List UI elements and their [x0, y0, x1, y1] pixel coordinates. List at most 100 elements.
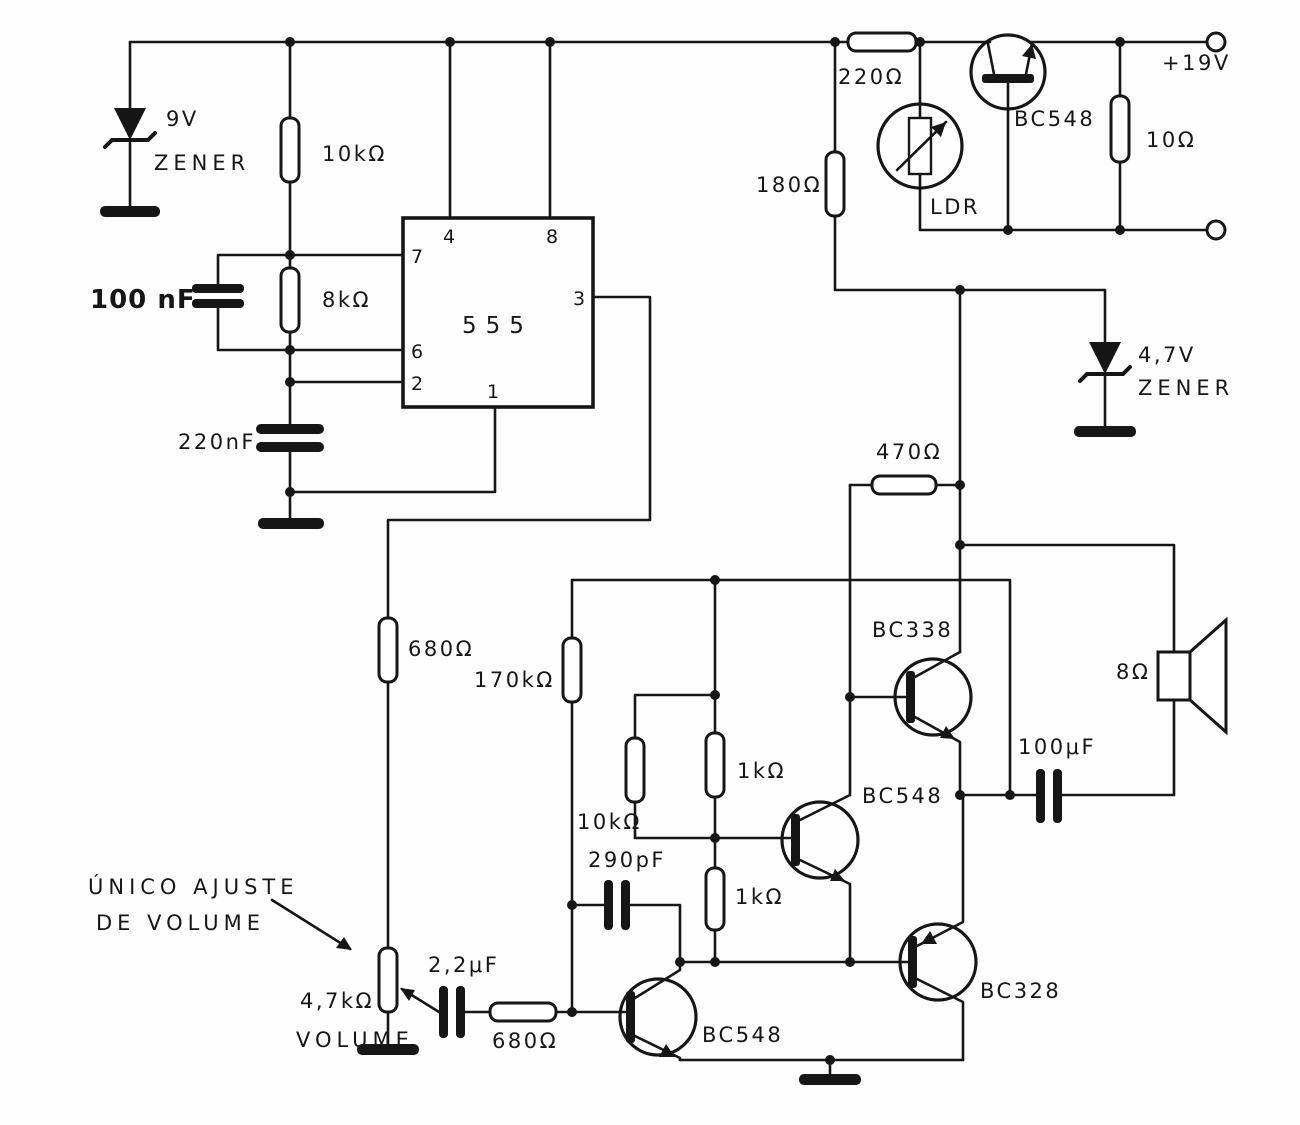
potentiometer-4k7 [377, 946, 399, 1014]
ground-symbols [100, 206, 1136, 1085]
speaker-symbol [1156, 616, 1228, 736]
junction-dot [445, 37, 455, 47]
transistor-bc338 [893, 657, 973, 739]
cap-100uf-plate [1053, 769, 1062, 823]
cap-2u2-plate [456, 986, 465, 1038]
resistor-10k-top [279, 116, 301, 184]
emitter-arrow [659, 1044, 675, 1057]
ic-555: 555 7 6 2 4 8 3 1 [401, 216, 595, 409]
zener-cathode-bar [103, 131, 157, 149]
terminal-positive [1205, 31, 1227, 53]
pin7-pin6-net [216, 253, 405, 352]
bc338-lines [848, 650, 962, 797]
pin-1: 1 [487, 381, 499, 403]
labels: +19V 220Ω BC548 10Ω 180Ω LDR 9V ZENER 10… [88, 51, 1234, 1053]
pin-7: 7 [411, 246, 423, 268]
junction-dot [710, 575, 720, 585]
label-r470: 470Ω [876, 440, 942, 464]
junction-dot [845, 957, 855, 967]
label-c100uf: 100μF [1018, 735, 1096, 759]
pin-6: 6 [411, 341, 423, 363]
bc548-bottom-lines [633, 960, 682, 1062]
pin-8: 8 [546, 226, 558, 248]
junction-dot [545, 37, 555, 47]
label-r10k-top: 10kΩ [322, 142, 387, 166]
label-r8k: 8kΩ [322, 288, 371, 312]
pin-3: 3 [573, 288, 585, 310]
bc548-mid-emitter [798, 858, 852, 964]
emitter-arrow [1022, 44, 1036, 59]
transistor-bc548-mid [780, 800, 860, 881]
junction-dot [285, 37, 295, 47]
label-r680-mid: 680Ω [408, 637, 474, 661]
zener-cathode-bar [1078, 365, 1132, 383]
cap-2u2-plate [439, 986, 448, 1038]
emitter-arrow [921, 931, 937, 944]
junction-dot [915, 37, 925, 47]
pin4-pin8-leads [448, 40, 552, 220]
transistor-bc548-top [969, 33, 1047, 111]
junction-dot [285, 345, 295, 355]
label-r180: 180Ω [756, 173, 822, 197]
cap-290pf-plate [621, 880, 630, 930]
label-r680-bottom: 680Ω [492, 1029, 558, 1053]
bias-net [633, 578, 793, 964]
resistor-8k [279, 266, 301, 334]
transistor-circle [969, 33, 1047, 111]
resistor-10k-mid [624, 736, 646, 804]
junction-dot [710, 690, 720, 700]
label-ldr: LDR [930, 195, 980, 219]
junction-dot [1115, 37, 1125, 47]
ground-bar [100, 206, 160, 217]
cap-290pf-plate [604, 880, 613, 930]
ldr-circle [876, 102, 964, 190]
label-r170k: 170kΩ [474, 668, 555, 692]
transistor-bc548-bottom [618, 977, 698, 1057]
label-bc548-bottom: BC548 [702, 1023, 783, 1047]
junction-dot [955, 790, 965, 800]
resistor-680-mid [377, 616, 399, 684]
resistor-170k [561, 636, 583, 704]
ldr-symbol [876, 102, 964, 190]
resistor-180 [824, 150, 846, 218]
transistor-circle [618, 977, 698, 1057]
label-c22uf: 2,2μF [428, 953, 499, 977]
transistor-circle [780, 800, 860, 880]
label-r220: 220Ω [838, 65, 904, 89]
ldr-arrowhead [931, 122, 946, 137]
resistor-220 [846, 31, 918, 53]
bottom-rail [678, 1058, 965, 1078]
cap-220nf-plate [256, 424, 324, 434]
label-r1k-upper: 1kΩ [737, 759, 786, 783]
cap-100nf-plate [192, 299, 244, 308]
c290-net [570, 903, 682, 964]
junction-dot [955, 480, 965, 490]
resistor-1k-lower [704, 866, 726, 932]
junction-dot [955, 285, 965, 295]
pin3-route [386, 295, 652, 620]
junction-dot [710, 833, 720, 843]
label-c290pf: 290pF [588, 848, 666, 872]
label-dz9-type: ZENER [154, 151, 250, 175]
resistor-1k-upper [704, 731, 726, 799]
junction-dot [1115, 225, 1125, 235]
label-dz47-value: 4,7V [1138, 343, 1196, 367]
ground-bar [1074, 426, 1136, 437]
transistor-bc328 [898, 922, 978, 1002]
capacitors [192, 284, 1062, 1038]
transistor-circle [893, 657, 973, 737]
resistor-680-bottom [488, 1001, 558, 1023]
junction-dot [1003, 225, 1013, 235]
label-pot: VOLUME [296, 1028, 414, 1052]
junction-dots [285, 37, 1125, 1065]
junction-dot [955, 540, 965, 550]
label-c220nf: 220nF [178, 430, 256, 454]
base-bar [908, 936, 917, 988]
wiring [128, 40, 1209, 1078]
base-bar [626, 991, 635, 1043]
transistor-circle [898, 922, 978, 1002]
label-dz47-type: ZENER [1138, 376, 1234, 400]
note-arrowhead [336, 937, 352, 950]
